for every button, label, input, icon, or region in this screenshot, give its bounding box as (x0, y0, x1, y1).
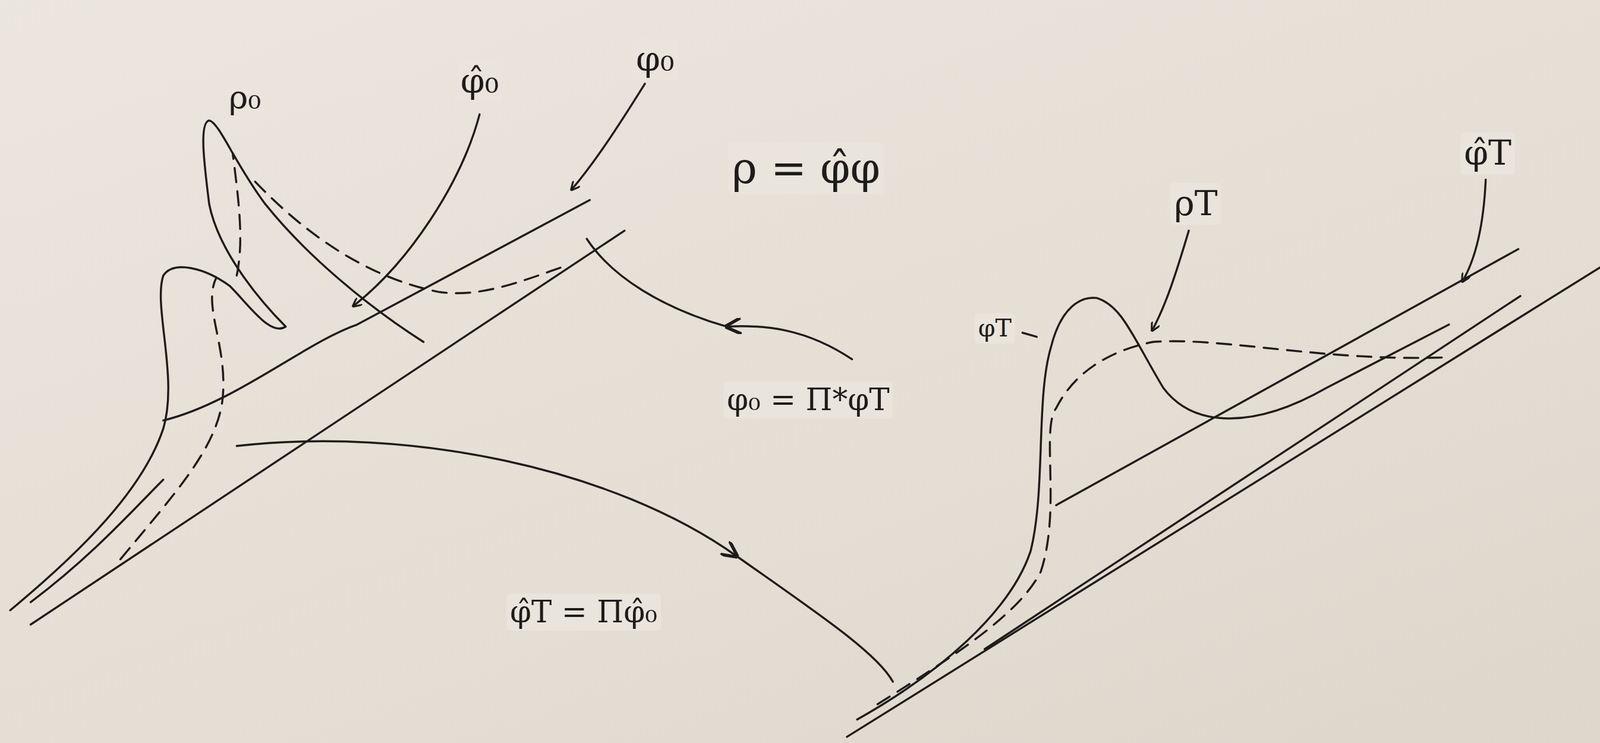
potential-line (1056, 249, 1519, 506)
axis-line (984, 295, 1521, 650)
formula-label: φ₀ = Π*φT (723, 380, 894, 419)
leader-arrow (1151, 230, 1189, 331)
leader-arrow (1462, 179, 1486, 282)
curve-label: φ̂₀ (457, 60, 503, 103)
dashed-curve (120, 277, 224, 560)
potential-curve (163, 200, 591, 421)
leader-arrow (571, 83, 645, 191)
formula-label: ρ = φ̂φ (728, 142, 885, 195)
density-curve (857, 297, 1450, 720)
map-arrow (726, 326, 852, 360)
curve-label: ρT (1170, 183, 1222, 226)
map-arrow (736, 556, 894, 682)
axis-line (30, 230, 625, 625)
axis-line (30, 479, 164, 603)
dashed-curve (232, 153, 241, 276)
leader-arrow (353, 114, 480, 307)
curve-label: φT (974, 313, 1016, 344)
curve-label: φ₀ (632, 38, 678, 81)
formula-label: φ̂T = Πφ̂₀ (506, 593, 661, 631)
density-curve (10, 120, 424, 611)
leader-tick (1022, 332, 1037, 337)
axis-line (846, 267, 1600, 737)
curve-label: φ̂T (1460, 131, 1516, 175)
dashed-curve (877, 341, 1449, 705)
map-arrow (236, 441, 737, 556)
map-arrow (586, 238, 727, 327)
dashed-curve (254, 181, 562, 294)
curve-label: ρ₀ (225, 77, 265, 118)
